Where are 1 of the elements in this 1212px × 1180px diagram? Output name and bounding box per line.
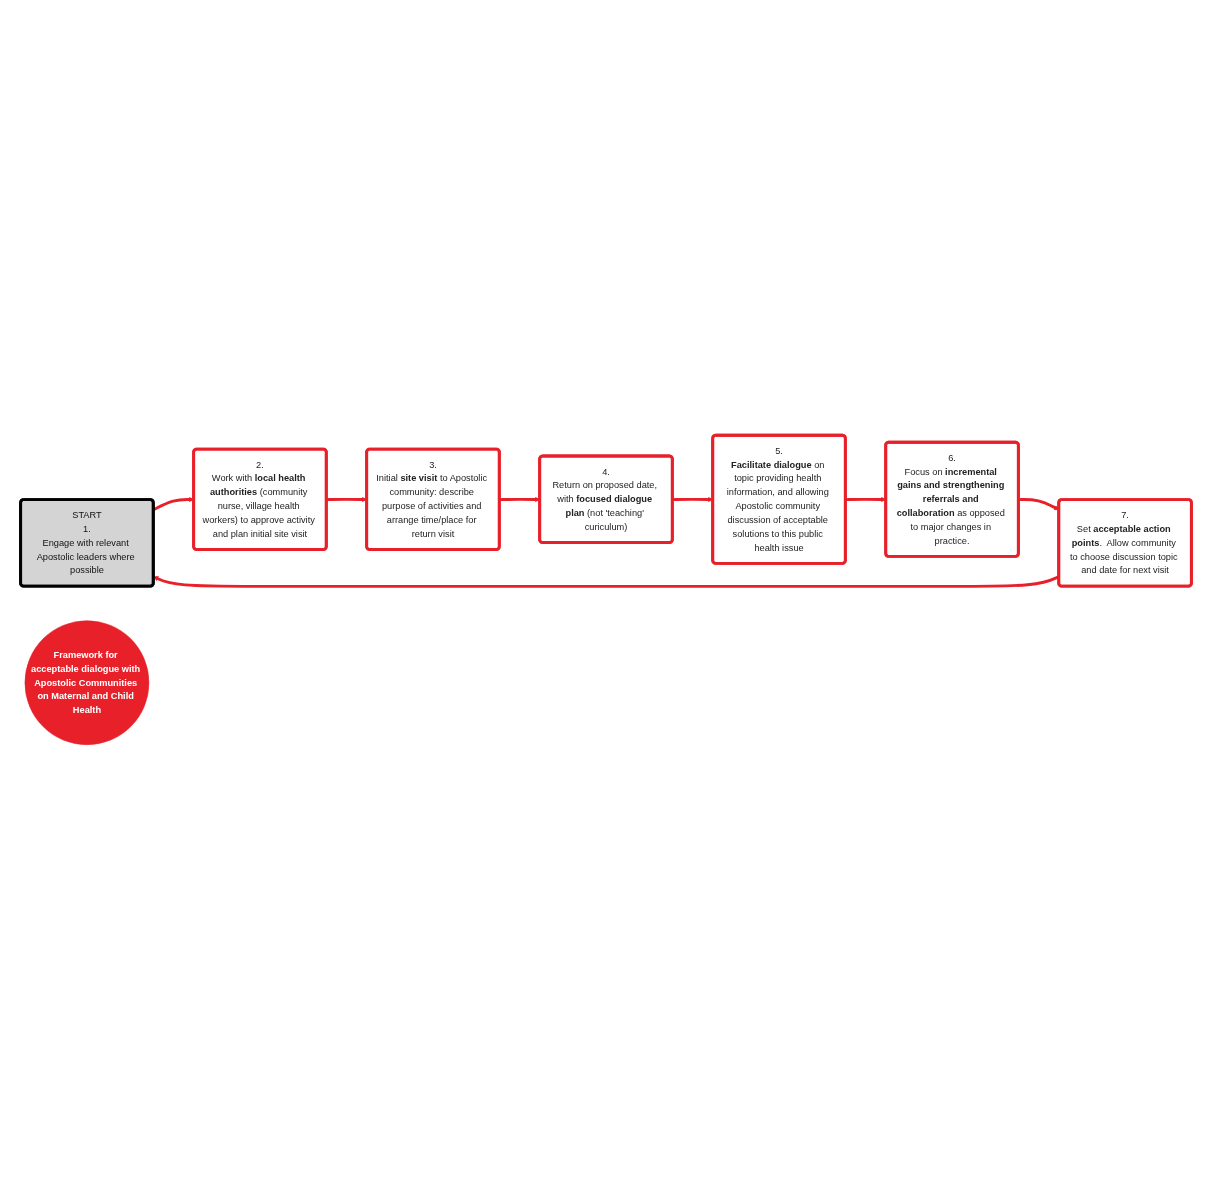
node-circle: Framework for acceptable dialogue with Apostolic Communities on Maternal and Child Health	[24, 620, 150, 745]
